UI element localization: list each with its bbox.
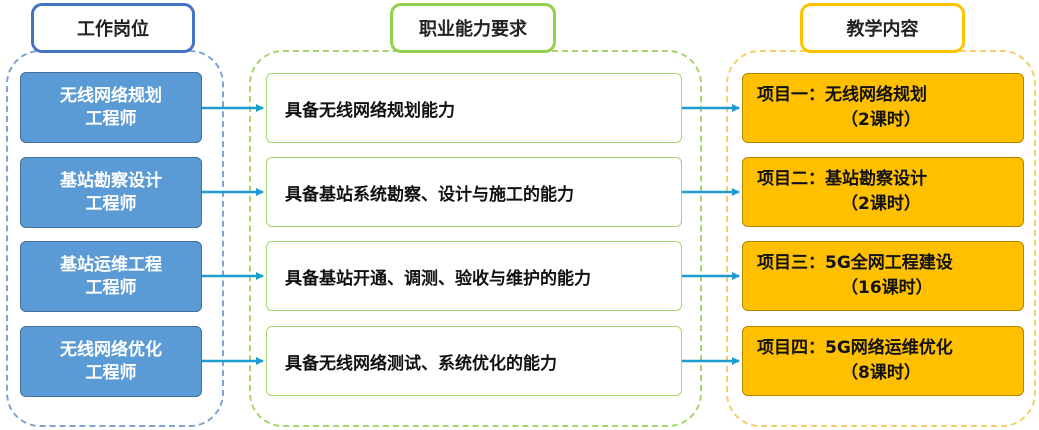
course-title: 项目三：5G全网工程建设	[757, 253, 953, 273]
job-box-site-survey: 基站勘察设计 工程师	[20, 157, 202, 228]
job-title-line1: 基站运维工程	[60, 254, 162, 275]
job-box-network-planning: 无线网络规划 工程师	[20, 72, 202, 143]
job-box-network-optimization: 无线网络优化 工程师	[20, 326, 202, 397]
job-box-site-maintenance: 基站运维工程 工程师	[20, 241, 202, 312]
course-hours: （8课时）	[841, 363, 921, 383]
job-title-line2: 工程师	[85, 362, 137, 383]
ability-text: 具备无线网络测试、系统优化的能力	[285, 353, 557, 374]
ability-text: 具备无线网络规划能力	[285, 100, 455, 121]
course-hours: （2课时）	[841, 110, 921, 130]
ability-box-site-survey: 具备基站系统勘察、设计与施工的能力	[266, 157, 682, 227]
job-title-line1: 无线网络优化	[60, 339, 162, 360]
course-hours: （16课时）	[841, 278, 933, 298]
job-title-line2: 工程师	[85, 193, 137, 214]
teaching-header: 教学内容	[800, 3, 965, 53]
ability-header: 职业能力要求	[390, 3, 556, 53]
course-box-project-2: 项目二：基站勘察设计 （2课时）	[742, 157, 1024, 227]
job-title-line2: 工程师	[85, 108, 137, 129]
course-title: 项目二：基站勘察设计	[757, 169, 927, 189]
ability-box-network-planning: 具备无线网络规划能力	[266, 73, 682, 143]
jobs-header: 工作岗位	[31, 3, 195, 53]
course-title: 项目四：5G网络运维优化	[757, 338, 953, 358]
job-title-line2: 工程师	[85, 277, 137, 298]
course-title: 项目一：无线网络规划	[757, 85, 927, 105]
job-title-line1: 无线网络规划	[60, 85, 162, 106]
course-box-project-3: 项目三：5G全网工程建设 （16课时）	[742, 241, 1024, 311]
course-box-project-1: 项目一：无线网络规划 （2课时）	[742, 73, 1024, 143]
ability-text: 具备基站开通、调测、验收与维护的能力	[285, 268, 591, 289]
ability-box-network-optimization: 具备无线网络测试、系统优化的能力	[266, 326, 682, 396]
course-box-project-4: 项目四：5G网络运维优化 （8课时）	[742, 326, 1024, 396]
job-title-line1: 基站勘察设计	[60, 170, 162, 191]
course-hours: （2课时）	[841, 194, 921, 214]
ability-text: 具备基站系统勘察、设计与施工的能力	[285, 184, 574, 205]
ability-box-site-maintenance: 具备基站开通、调测、验收与维护的能力	[266, 241, 682, 311]
